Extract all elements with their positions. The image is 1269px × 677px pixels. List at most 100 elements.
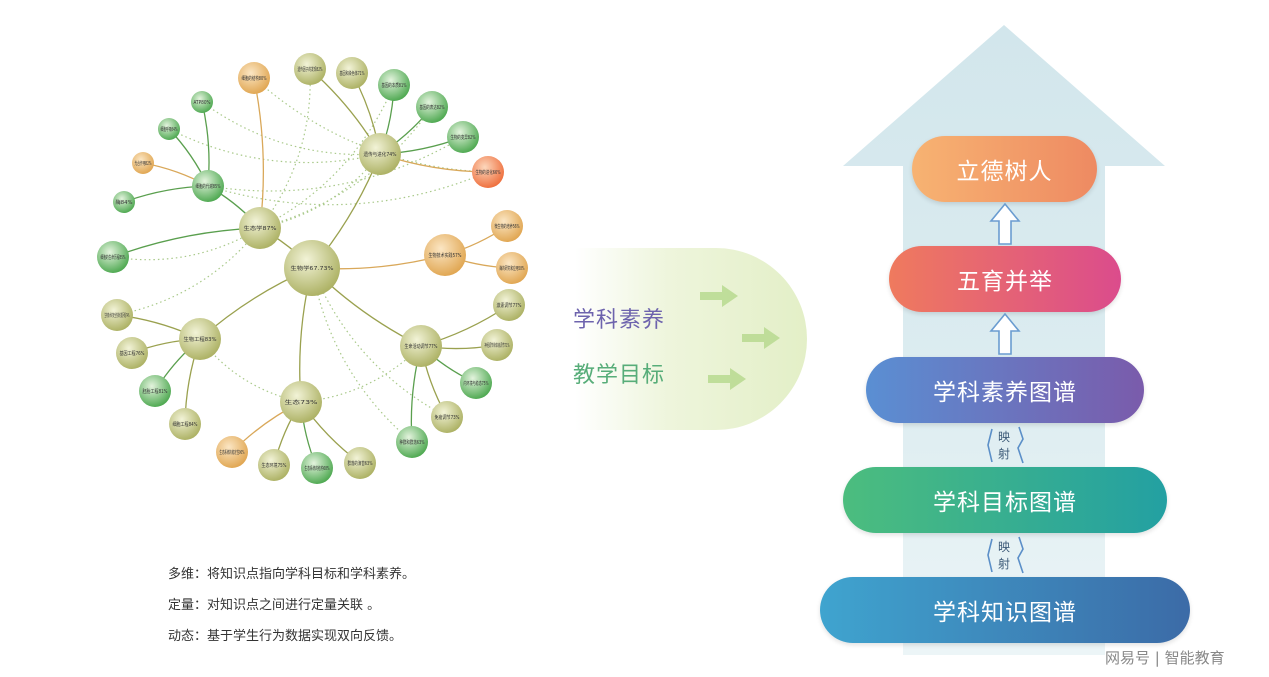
graph-node-circle [191, 91, 213, 113]
graph-node-circle [460, 367, 492, 399]
graph-node[interactable]: 基因工程76% [116, 337, 148, 369]
arrow-right-icon [700, 285, 738, 307]
hollow-up-arrow-icon [989, 202, 1021, 245]
graph-node[interactable]: 生命活动调节77% [400, 325, 442, 367]
label-subject-literacy: 学科素养 [573, 308, 666, 333]
graph-node-label: 遗传因子的发现82% [298, 66, 323, 73]
mapping-bracket-icon [987, 426, 1024, 464]
level-knowledge-graph: 学科知识图谱 [820, 577, 1190, 643]
graph-node-label: 群落的演替63% [348, 460, 373, 467]
graph-node-label: 细胞的代谢85% [196, 183, 221, 190]
dotted-link [168, 128, 381, 164]
graph-node[interactable]: 生物技术实践57% [424, 234, 466, 276]
graph-node[interactable]: 细胞的生命历程85% [97, 241, 129, 273]
note-multidimensional: 多维：将知识点指向学科目标和学科素养。 [168, 567, 416, 582]
arrow-right-icon [742, 327, 780, 349]
graph-link [112, 227, 261, 258]
graph-node-label: 内环境与稳态75% [464, 380, 489, 387]
graph-node-label: 基因的本质81% [382, 82, 407, 89]
dotted-link [207, 136, 464, 192]
graph-node-label: 细胞的生命历程85% [101, 254, 126, 261]
graph-node[interactable]: 酶的研究和应用58% [496, 252, 528, 284]
level-lide-shuren: 立德树人 [912, 136, 1097, 202]
graph-node-label: 微生物的培养56% [495, 223, 520, 230]
graph-node-circle [301, 452, 333, 484]
hollow-up-arrow-icon [989, 312, 1021, 355]
graph-node-label: 激素调节77% [497, 302, 522, 309]
graph-node-circle [294, 53, 326, 85]
graph-node-circle [400, 325, 442, 367]
graph-node-circle [336, 57, 368, 89]
graph-node-label: 生态系统的稳定性90% [220, 449, 245, 456]
graph-node-label: 酶84% [116, 199, 133, 206]
graph-node[interactable]: 生物的进化66% [472, 156, 504, 188]
graph-node[interactable]: 内环境与稳态75% [460, 367, 492, 399]
graph-node-circle [238, 62, 270, 94]
mapping-label: 映 射 [997, 430, 1010, 461]
graph-link [253, 77, 265, 229]
graph-node[interactable]: ATP80% [191, 91, 213, 113]
graph-node-circle [239, 207, 281, 249]
graph-node[interactable]: 生物的变异82% [447, 121, 479, 153]
graph-node[interactable]: 胚胎工程81% [139, 375, 171, 407]
graph-node-circle [179, 318, 221, 360]
graph-node-circle [496, 252, 528, 284]
graph-node-label: 生物技术实践57% [429, 252, 462, 259]
graph-node[interactable]: 生态73% [280, 381, 322, 423]
graph-node[interactable]: 生态环境75% [258, 449, 290, 481]
graph-node[interactable]: 遗传因子的发现82% [294, 53, 326, 85]
graph-node[interactable]: 激素调节77% [493, 289, 525, 321]
graph-node-label: 生物学67.73% [291, 265, 334, 272]
graph-node[interactable]: 免疫调节73% [431, 401, 463, 433]
graph-node-circle [113, 191, 135, 213]
graph-node-label: 光合作用82% [135, 160, 152, 167]
knowledge-network-graph: 生物学67.73% 生态学87% 遗传与进化74% 生物技术实践57% 生命活动调节77… [97, 53, 528, 484]
graph-node[interactable]: 生物工程83% [179, 318, 221, 360]
graph-node-circle [493, 289, 525, 321]
graph-node[interactable]: 神经调节和体液调节71% [481, 329, 513, 361]
graph-node[interactable]: 生态系统的稳定性90% [216, 436, 248, 468]
dotted-link [259, 106, 433, 229]
graph-node-circle [344, 447, 376, 479]
graph-node[interactable]: 细胞的代谢85% [192, 170, 224, 202]
graph-node-label: 生物技术的安全性和伦理问题74% [105, 312, 130, 319]
graph-node[interactable]: 细胞呼吸84% [158, 118, 180, 140]
graph-node-circle [280, 381, 322, 423]
graph-node[interactable]: 细胞的结构80% [238, 62, 270, 94]
graph-node[interactable]: 酶84% [113, 191, 135, 213]
graph-node-circle [139, 375, 171, 407]
graph-node-label: 生物的进化66% [476, 169, 501, 176]
graph-node[interactable]: 遗传与进化74% [359, 133, 401, 175]
graph-node[interactable]: 生物学67.73% [284, 240, 340, 296]
graph-node[interactable]: 基因的表达82% [416, 91, 448, 123]
label-teaching-goals: 教学目标 [573, 363, 666, 388]
graph-node[interactable]: 群落的演替63% [344, 447, 376, 479]
graph-node-label: 基因和染色体71% [340, 70, 365, 77]
graph-node-circle [258, 449, 290, 481]
dotted-link [201, 101, 381, 156]
graph-node-circle [216, 436, 248, 468]
graph-node-label: 免疫调节73% [435, 414, 460, 421]
graph-node[interactable]: 基因的本质81% [378, 69, 410, 101]
graph-node[interactable]: 生物技术的安全性和伦理问题74% [101, 299, 133, 331]
graph-node-label: 生命活动调节77% [405, 343, 438, 350]
graph-node[interactable]: 细胞工程84% [169, 408, 201, 440]
graph-node-circle [169, 408, 201, 440]
graph-node-circle [424, 234, 466, 276]
level-goal-graph: 学科目标图谱 [843, 467, 1167, 533]
graph-node-label: 生态73% [285, 399, 318, 406]
graph-node-label: 基因工程76% [120, 350, 145, 357]
graph-node[interactable]: 基因和染色体71% [336, 57, 368, 89]
graph-node[interactable]: 生态学87% [239, 207, 281, 249]
level-wuyu-bingju: 五育并举 [889, 246, 1121, 312]
graph-node[interactable]: 种群和群落63% [396, 426, 428, 458]
dotted-link [116, 227, 261, 316]
graph-node[interactable]: 生态系统的结构68% [301, 452, 333, 484]
graph-node-circle [447, 121, 479, 153]
graph-node[interactable]: 微生物的培养56% [491, 210, 523, 242]
watermark: 网易号 | 智能教育 [1105, 649, 1225, 667]
graph-node-circle [284, 240, 340, 296]
graph-node[interactable]: 光合作用82% [132, 152, 154, 174]
arrow-right-icon [708, 368, 746, 390]
graph-node-circle [359, 133, 401, 175]
